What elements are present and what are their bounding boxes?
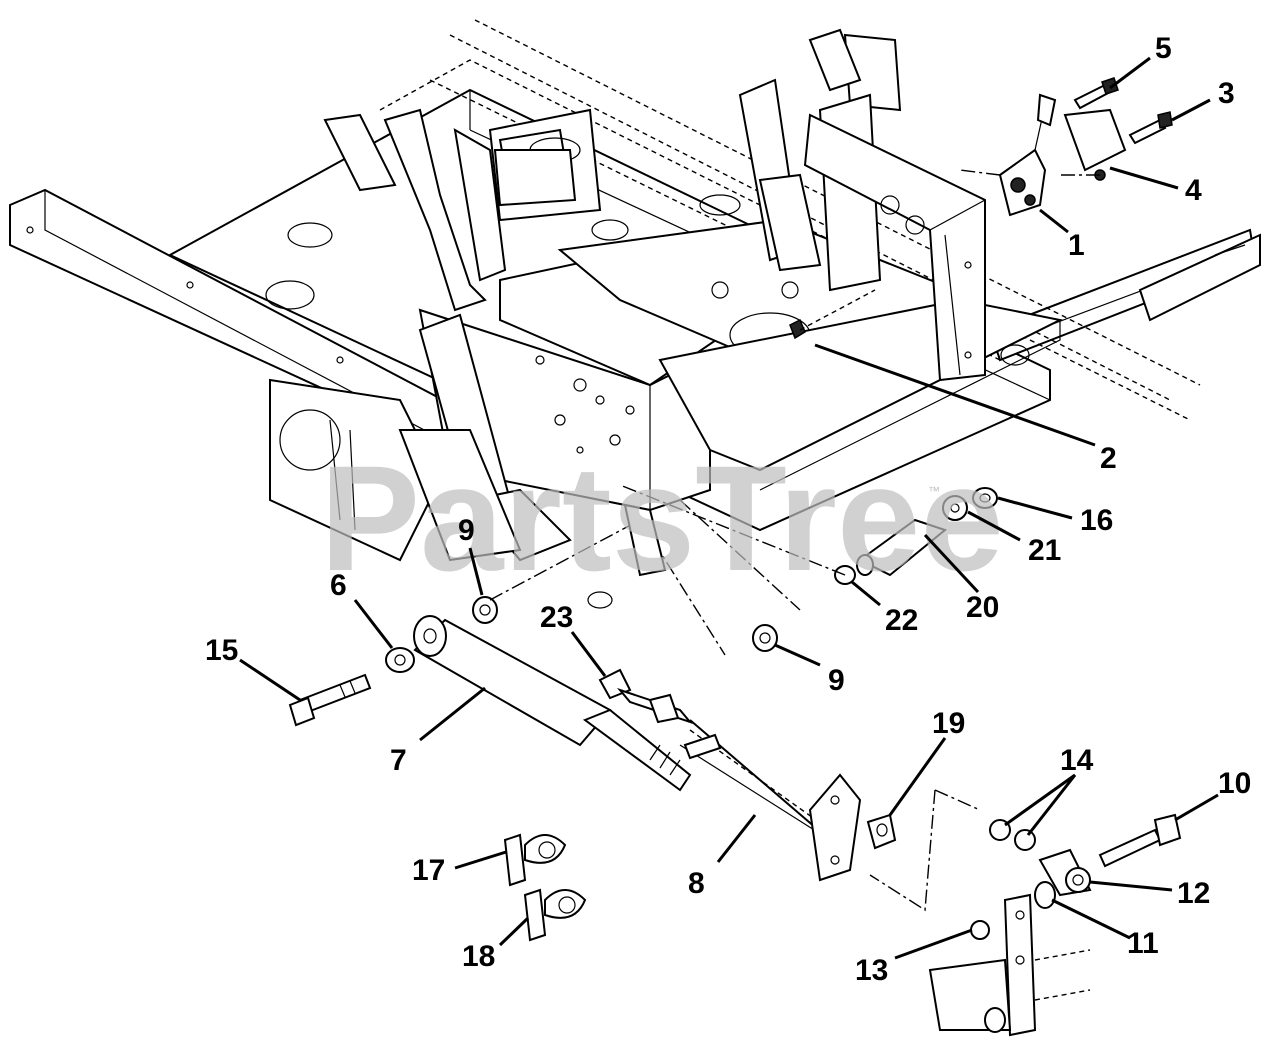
- callout-23: 23: [540, 601, 573, 634]
- part-19-plate: [808, 773, 897, 882]
- part-21-washer: [942, 495, 968, 521]
- callout-7: 7: [390, 744, 407, 777]
- part-10-bolt: [1098, 813, 1182, 868]
- callout-1: 1: [1068, 229, 1085, 262]
- callout-22: 22: [885, 604, 918, 637]
- watermark-trademark: ™: [928, 484, 940, 498]
- callout-9-lower: 9: [828, 664, 845, 697]
- callout-19: 19: [932, 707, 965, 740]
- callout-6: 6: [330, 569, 347, 602]
- part-8-rod: [679, 719, 831, 841]
- watermark-text: PartsTree: [320, 434, 1004, 602]
- callout-20: 20: [966, 591, 999, 624]
- callout-14: 14: [1060, 744, 1094, 777]
- part-7-actuator: [413, 615, 692, 792]
- part-17-clip: [503, 833, 567, 887]
- part-13-nut: [970, 920, 990, 940]
- callout-16: 16: [1080, 504, 1113, 537]
- part-15-bolt: [288, 673, 372, 727]
- callout-9-upper: 9: [458, 514, 475, 547]
- part-16-nut: [972, 487, 998, 509]
- leader-lines: [239, 56, 1219, 960]
- callout-8: 8: [688, 867, 705, 900]
- callout-5: 5: [1155, 32, 1172, 65]
- part-6-washer: [385, 647, 415, 673]
- callout-4: 4: [1185, 174, 1202, 207]
- part-2-nut: [789, 318, 806, 340]
- callout-21: 21: [1028, 534, 1061, 567]
- part-3-bolt: [1128, 111, 1173, 145]
- part-11-ring: [1034, 881, 1056, 909]
- callout-15: 15: [205, 634, 238, 667]
- part-1-switch: [998, 93, 1057, 217]
- part-4-bracket: [1063, 108, 1127, 181]
- part-9-spacer-lower: [752, 624, 778, 652]
- callout-18: 18: [462, 940, 495, 973]
- callout-labels: 5 3 4 1 2 16 21 20 22 9 9 6 15 23 7 19 1…: [205, 32, 1251, 987]
- callout-2: 2: [1100, 442, 1117, 475]
- part-18-clip: [523, 888, 587, 942]
- mower-frame: [9, 19, 1261, 609]
- part-20-spacer: [856, 518, 948, 577]
- callout-3: 3: [1218, 77, 1235, 110]
- part-12-rod-end: [1038, 848, 1092, 897]
- callout-11: 11: [1127, 927, 1159, 960]
- callout-13: 13: [855, 954, 888, 987]
- part-9-spacer-upper: [472, 596, 498, 624]
- callout-17: 17: [412, 854, 445, 887]
- part-5-screw: [1073, 77, 1119, 110]
- pedal-arm: [928, 893, 1091, 1037]
- callout-12: 12: [1177, 877, 1210, 910]
- callout-10: 10: [1218, 767, 1251, 800]
- part-23-nut: [598, 668, 694, 725]
